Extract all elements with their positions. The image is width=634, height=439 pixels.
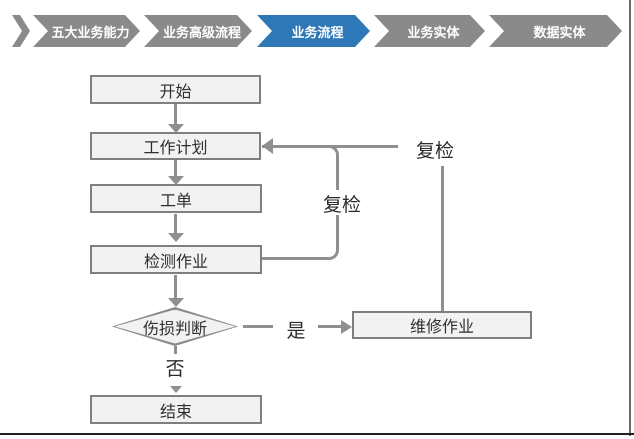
arrowhead-down-icon [168, 176, 184, 185]
flow-node-label: 开始 [159, 83, 192, 101]
arrowhead-left-icon [262, 138, 273, 154]
arrowhead-down-icon [168, 233, 184, 242]
nav-step-high-level-process[interactable]: 业务高级流程 [144, 15, 252, 47]
chevron-lead-icon [12, 15, 30, 47]
arrow-plan-to-order [174, 160, 177, 177]
nav-step-business-process[interactable]: 业务流程 [257, 15, 370, 47]
edge-label-text: 复检 [415, 141, 454, 162]
nav-step-label: 五大业务能力 [51, 24, 130, 40]
flow-node-label: 伤损判断 [142, 320, 207, 338]
nav-step-label: 业务高级流程 [162, 24, 241, 40]
arrowhead-down-icon [168, 124, 184, 133]
edge-label-recheck-inspect: 复检 [318, 190, 366, 216]
nav-step-five-capabilities[interactable]: 五大业务能力 [33, 15, 140, 47]
arrow-decision-to-end-stub [174, 346, 177, 354]
arrowhead-right-icon [341, 320, 352, 334]
nav-step-label: 业务实体 [407, 24, 460, 40]
flow-node-label: 工作计划 [143, 140, 208, 157]
edge-label-text: 否 [165, 359, 185, 380]
flow-node-order: 工单 [90, 184, 262, 213]
slide-right-border [629, 0, 631, 436]
arrow-start-to-plan [174, 104, 177, 125]
flow-node-repair: 维修作业 [352, 311, 532, 339]
feedback-line-horizontal [270, 145, 398, 148]
flow-node-label: 检测作业 [143, 253, 208, 271]
nav-step-business-entity[interactable]: 业务实体 [374, 15, 485, 47]
flow-node-inspect: 检测作业 [90, 245, 262, 274]
flow-node-label: 结束 [159, 403, 192, 421]
edge-label-no: 否 [150, 354, 200, 381]
edge-label-yes: 是 [280, 316, 312, 343]
nav-step-data-entity[interactable]: 数据实体 [489, 15, 622, 47]
arrow-order-to-inspect [174, 214, 177, 234]
arrowhead-down-icon [168, 298, 184, 307]
arrow-inspect-to-decision [174, 275, 177, 299]
slide-bottom-border [0, 433, 634, 435]
nav-step-label: 数据实体 [533, 24, 586, 40]
flow-node-decision-label: 伤损判断 [112, 307, 238, 346]
arrow-decision-to-repair-shaft [318, 325, 342, 328]
nav-step-label: 业务流程 [291, 24, 344, 40]
arrowhead-down-icon [170, 386, 182, 393]
flow-node-label: 维修作业 [409, 319, 474, 336]
edge-label-recheck-repair: 复检 [410, 136, 460, 162]
edge-label-text: 是 [286, 321, 306, 342]
flow-node-start: 开始 [90, 75, 261, 104]
arrow-decision-to-repair-dash [243, 325, 273, 328]
flow-node-end: 结束 [90, 395, 262, 424]
feedback-line-repair-vertical [441, 166, 444, 311]
flow-node-label: 工单 [159, 192, 192, 210]
edge-label-text: 复检 [322, 195, 361, 216]
flow-node-plan: 工作计划 [90, 132, 261, 160]
